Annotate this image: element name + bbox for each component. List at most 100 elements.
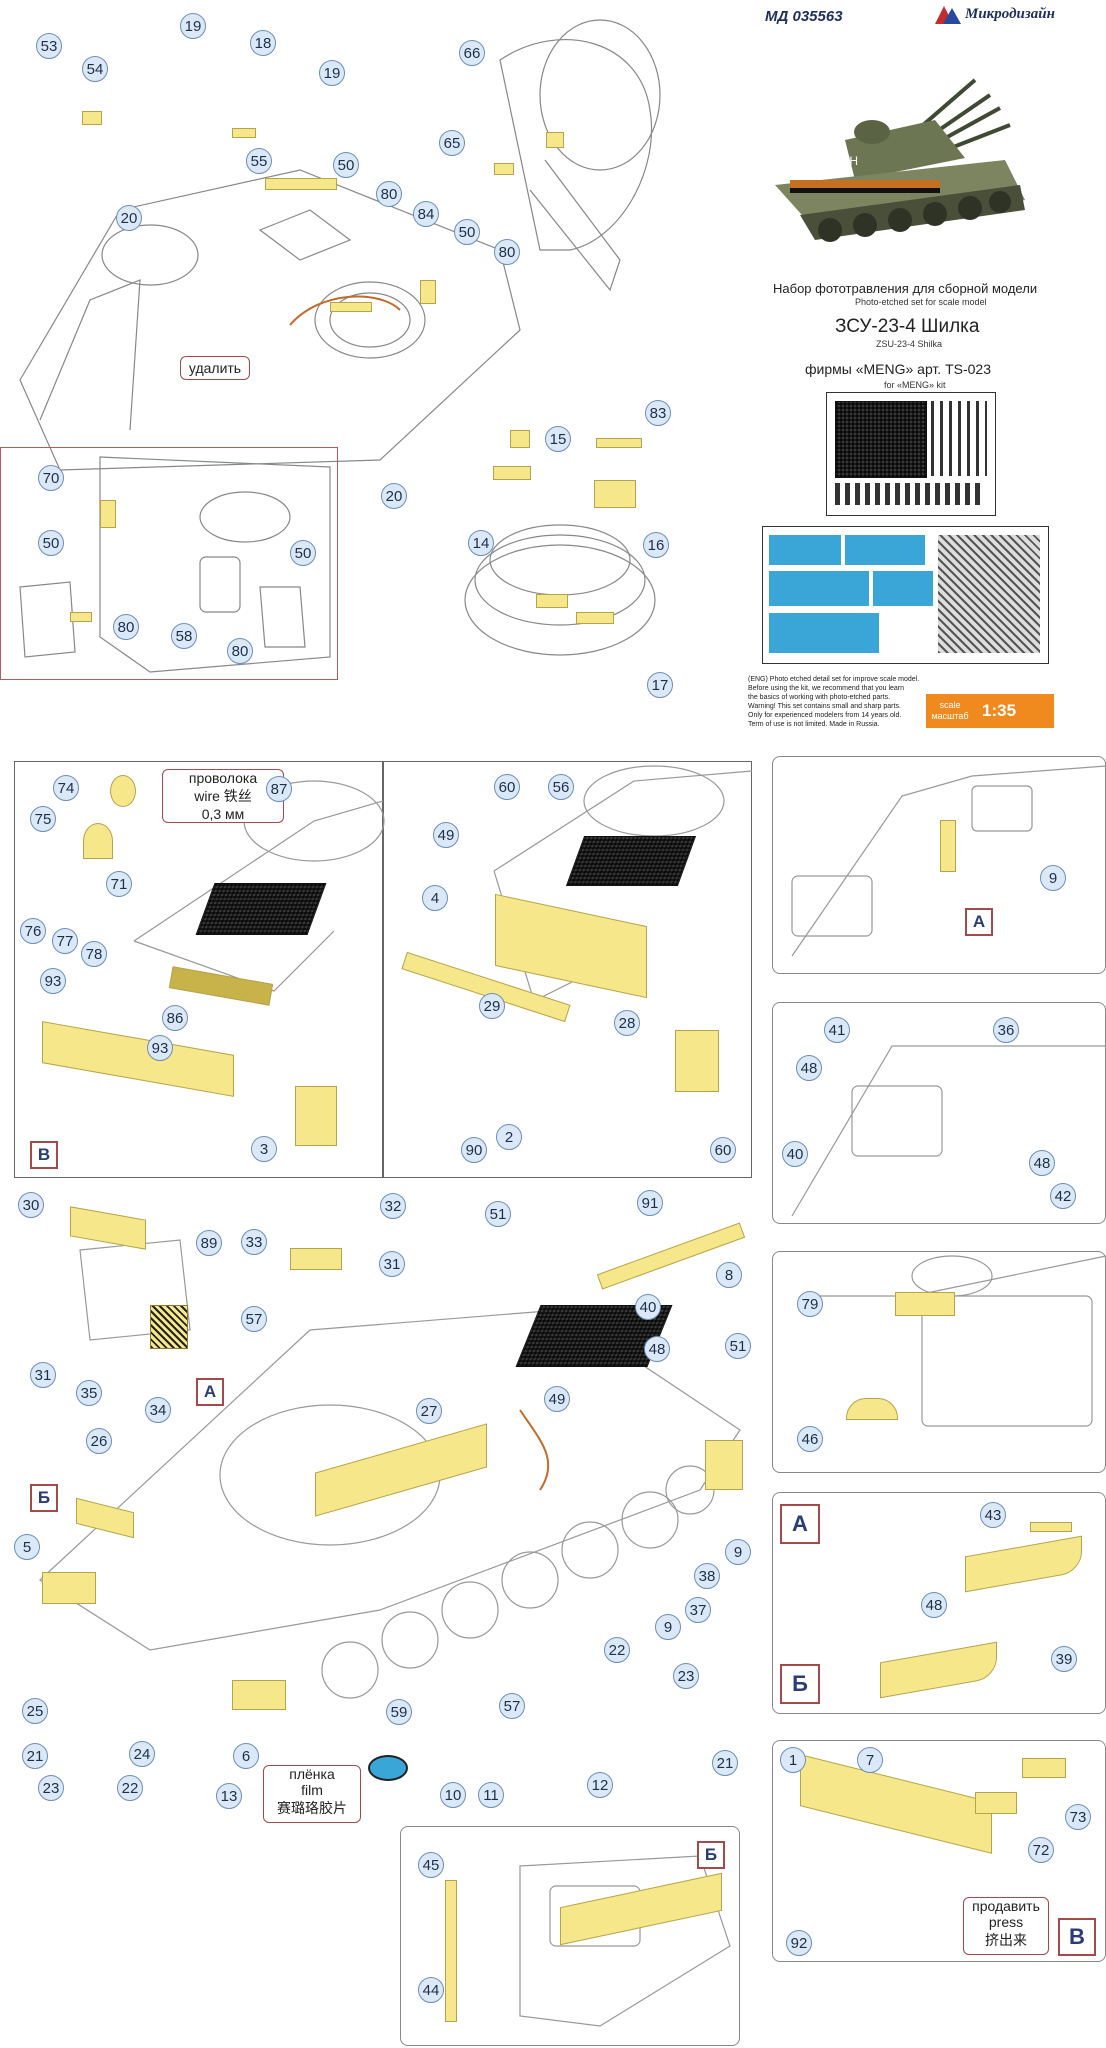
press-label-cn: 挤出来 bbox=[985, 1932, 1027, 1948]
notice-line: Only for experienced modelers from 14 ye… bbox=[748, 712, 902, 719]
part-80a bbox=[420, 280, 436, 304]
callout-72: 72 bbox=[1028, 1837, 1054, 1863]
callout-80d: 80 bbox=[227, 638, 253, 664]
callout-15: 15 bbox=[545, 426, 571, 452]
callout-55: 55 bbox=[246, 148, 272, 174]
part-31a bbox=[290, 1248, 342, 1270]
callout-3: 3 bbox=[251, 1136, 277, 1162]
scale-badge-labels: scale масштаб bbox=[926, 700, 974, 722]
callout-26: 26 bbox=[86, 1428, 112, 1454]
callout-73: 73 bbox=[1065, 1804, 1091, 1830]
section-letter-b-detail: Б bbox=[780, 1664, 820, 1704]
callout-32: 32 bbox=[380, 1193, 406, 1219]
pe-fret-sheet-1 bbox=[826, 392, 996, 516]
callout-77: 77 bbox=[52, 928, 78, 954]
callout-56: 56 bbox=[548, 774, 574, 800]
fret2-blue-4 bbox=[873, 571, 933, 606]
model-name-en: ZSU-23-4 Shilka bbox=[876, 339, 943, 349]
callout-48b: 48 bbox=[1029, 1150, 1055, 1176]
press-label-ru: продавить bbox=[972, 1898, 1040, 1914]
callout-48a: 48 bbox=[796, 1055, 822, 1081]
callout-19b: 19 bbox=[319, 60, 345, 86]
callout-71: 71 bbox=[106, 871, 132, 897]
part-50a bbox=[265, 178, 337, 190]
section-letter-b-bottom: Б bbox=[697, 1841, 725, 1869]
section-letter-a-detail: А bbox=[780, 1504, 820, 1544]
panel-v-left bbox=[14, 761, 383, 1178]
callout-93b: 93 bbox=[147, 1035, 173, 1061]
callout-23b: 23 bbox=[673, 1663, 699, 1689]
callout-31b: 31 bbox=[30, 1362, 56, 1388]
part-74 bbox=[110, 775, 136, 807]
fret1-mesh bbox=[835, 401, 927, 478]
callout-39: 39 bbox=[1051, 1646, 1077, 1672]
callout-50d: 50 bbox=[290, 540, 316, 566]
part-43 bbox=[1030, 1522, 1072, 1532]
press-label: продавить press 挤出来 bbox=[963, 1897, 1049, 1955]
part-14 bbox=[493, 466, 531, 480]
detail-drawings bbox=[791, 765, 1106, 1427]
part-6 bbox=[232, 1680, 286, 1710]
callout-22a: 22 bbox=[117, 1775, 143, 1801]
callout-11: 11 bbox=[478, 1782, 504, 1808]
press-label-en: press bbox=[988, 1914, 1024, 1930]
wire-label-size: 0,3 мм bbox=[201, 806, 245, 822]
callout-48c: 48 bbox=[644, 1336, 670, 1362]
part-mud-flap bbox=[705, 1440, 743, 1490]
callout-29: 29 bbox=[479, 993, 505, 1019]
part-17b bbox=[576, 612, 614, 624]
callout-59: 59 bbox=[386, 1699, 412, 1725]
part-46 bbox=[846, 1398, 898, 1420]
callout-30: 30 bbox=[18, 1192, 44, 1218]
notice-line: (ENG) Photo etched detail set for improv… bbox=[748, 676, 920, 683]
callout-14: 14 bbox=[468, 530, 494, 556]
callout-1: 1 bbox=[780, 1747, 806, 1773]
callout-40a: 40 bbox=[782, 1141, 808, 1167]
fret2-blue-1 bbox=[769, 535, 841, 565]
film-label-cn: 赛璐珞胶片 bbox=[277, 1800, 347, 1816]
callout-16: 16 bbox=[643, 532, 669, 558]
wire-label-ru: проволока bbox=[188, 770, 258, 786]
callout-89: 89 bbox=[196, 1230, 222, 1256]
callout-49: 49 bbox=[433, 822, 459, 848]
callout-38: 38 bbox=[694, 1563, 720, 1589]
wire-label-en: wire bbox=[194, 788, 220, 804]
callout-65: 65 bbox=[439, 130, 465, 156]
callout-84: 84 bbox=[413, 201, 439, 227]
section-letter-v-bottom: В bbox=[1058, 1918, 1096, 1956]
callout-83: 83 bbox=[645, 400, 671, 426]
callout-54: 54 bbox=[82, 56, 108, 82]
callout-6: 6 bbox=[233, 1743, 259, 1769]
part-71 bbox=[83, 823, 113, 859]
film-label-ru: плёнка bbox=[289, 1766, 335, 1782]
callout-76: 76 bbox=[20, 918, 46, 944]
part-3 bbox=[295, 1086, 337, 1146]
part-83 bbox=[596, 438, 642, 448]
callout-8: 8 bbox=[716, 1262, 742, 1288]
section-letter-a-right: А bbox=[965, 908, 993, 936]
scale-label-en: scale bbox=[939, 700, 961, 710]
callout-31a: 31 bbox=[379, 1251, 405, 1277]
engine-grille-87 bbox=[195, 883, 327, 935]
set-title-ru: Набор фототравления для сборной модели bbox=[773, 281, 1038, 296]
callout-24: 24 bbox=[129, 1741, 155, 1767]
film-label: плёнка film 赛璐珞胶片 bbox=[263, 1765, 361, 1823]
notice-text: (ENG) Photo etched detail set for improv… bbox=[748, 675, 938, 729]
callout-75: 75 bbox=[30, 806, 56, 832]
fret2-blue-5 bbox=[769, 613, 879, 653]
callout-90: 90 bbox=[461, 1137, 487, 1163]
callout-80c: 80 bbox=[113, 614, 139, 640]
svg-text:ОН: ОН bbox=[840, 154, 858, 168]
callout-50b: 50 bbox=[454, 219, 480, 245]
remove-label: удалить bbox=[180, 356, 250, 380]
brand-name: Микродизайн bbox=[965, 6, 1055, 22]
callout-5: 5 bbox=[14, 1534, 40, 1560]
part-5 bbox=[42, 1572, 96, 1604]
callout-13: 13 bbox=[216, 1783, 242, 1809]
callout-80b: 80 bbox=[494, 239, 520, 265]
callout-48-detail: 48 bbox=[921, 1592, 947, 1618]
section-letter-b1: Б bbox=[30, 1484, 58, 1512]
callout-22b: 22 bbox=[604, 1637, 630, 1663]
notice-line: Warning! This set contains small and sha… bbox=[748, 703, 901, 710]
scale-value: 1:35 bbox=[982, 701, 1017, 720]
